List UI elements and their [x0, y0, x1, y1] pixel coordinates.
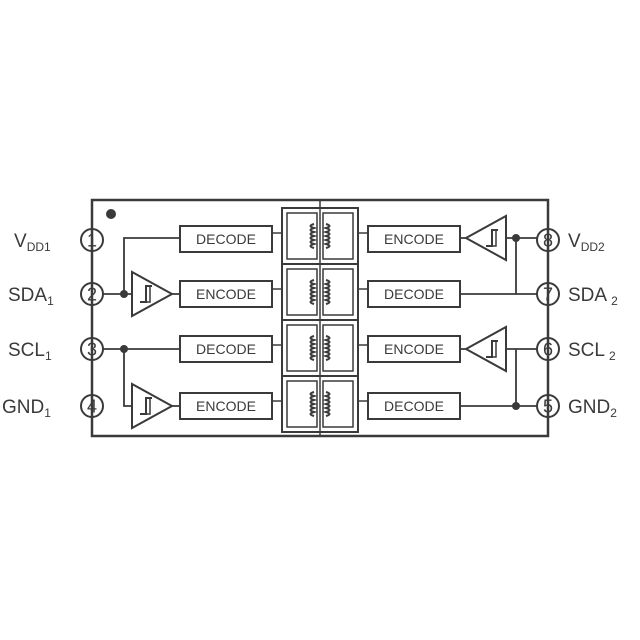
pin-5-label: GND2	[568, 397, 617, 420]
schmitt-buffer-icon	[131, 382, 175, 430]
pin-5-gnd2: 5 GND2	[536, 394, 617, 420]
left-block-4: ENCODE	[179, 392, 273, 420]
pin-3-number: 3	[87, 340, 97, 360]
wiring	[103, 237, 537, 407]
pin-8-vdd2: 8 VDD2	[536, 228, 605, 254]
left-block-1-label: DECODE	[196, 231, 256, 247]
pin-3-label: SCL1	[8, 340, 52, 363]
junction-dot	[120, 290, 128, 298]
transformer-icon	[272, 375, 368, 433]
right-block-1: ENCODE	[367, 225, 461, 253]
left-block-1: DECODE	[179, 225, 273, 253]
left-block-3-label: DECODE	[196, 341, 256, 357]
left-block-3: DECODE	[179, 335, 273, 363]
right-block-4: DECODE	[367, 392, 461, 420]
right-block-2: DECODE	[367, 280, 461, 308]
pin-5-number: 5	[543, 397, 553, 417]
right-block-4-label: DECODE	[384, 398, 444, 414]
pin-8-number: 8	[543, 231, 553, 251]
pin-2-sda1: 2 SDA1	[8, 282, 104, 308]
junction-dot	[512, 234, 520, 242]
pin-4-number: 4	[87, 397, 97, 417]
pin-2-number: 2	[87, 285, 97, 305]
pin-3-scl1: 3 SCL1	[8, 337, 104, 363]
right-block-1-label: ENCODE	[384, 231, 444, 247]
transformer-icon	[272, 319, 368, 377]
transformer-icon	[272, 207, 368, 265]
transformer-icon	[272, 263, 368, 321]
pin-4-label: GND1	[2, 397, 51, 420]
pin-1-vdd1: 1 VDD1	[14, 228, 104, 254]
pin1-indicator-dot	[106, 209, 116, 219]
left-block-2: ENCODE	[179, 280, 273, 308]
schmitt-buffer-icon	[463, 325, 507, 373]
right-block-3: ENCODE	[367, 335, 461, 363]
left-block-2-label: ENCODE	[196, 286, 256, 302]
junction-dot	[120, 345, 128, 353]
pin-1-label: VDD1	[14, 231, 51, 254]
right-block-2-label: DECODE	[384, 286, 444, 302]
pin-4-gnd1: 4 GND1	[2, 394, 104, 420]
junction-dot	[512, 402, 520, 410]
left-block-4-label: ENCODE	[196, 398, 256, 414]
pin-2-label: SDA1	[8, 285, 54, 308]
schmitt-buffer-icon	[131, 270, 175, 318]
pin-6-number: 6	[543, 340, 553, 360]
right-block-3-label: ENCODE	[384, 341, 444, 357]
pin-8-label: VDD2	[568, 231, 605, 254]
pin-7-number: 7	[543, 285, 553, 305]
pin-1-number: 1	[87, 231, 97, 251]
schmitt-buffer-icon	[463, 214, 507, 262]
isolation-barrier	[272, 200, 368, 436]
